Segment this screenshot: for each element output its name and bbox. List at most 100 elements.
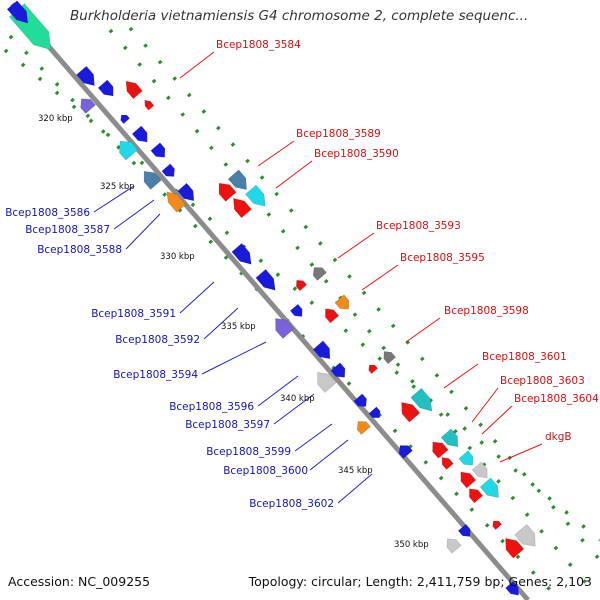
gene-arrow-18 [233,198,252,219]
gene-arrow-51 [505,580,519,596]
kbp-tick-2: 330 kbp [160,252,195,262]
bottom-gene-label-0: Bcep1808_3586 [5,207,90,219]
gene-arrow-24 [334,294,350,310]
gene-arrow-5 [120,114,131,125]
bottom-gene-label-4: Bcep1808_3592 [115,334,200,346]
top-gene-label-4: Bcep1808_3595 [400,252,485,264]
top-gene-leader-7 [471,387,499,423]
top-gene-label-3: Bcep1808_3593 [376,220,461,232]
gene-arrow-38 [432,441,449,459]
gene-arrow-25 [275,318,295,339]
bottom-gene-label-1: Bcep1808_3587 [25,224,110,236]
top-gene-leader-6 [443,363,479,389]
topology-text: Topology: circular; Length: 2,411,759 bp… [248,574,592,589]
bottom-gene-label-6: Bcep1808_3596 [169,401,254,413]
gene-labels: Bcep1808_3584Bcep1808_3589Bcep1808_3590B… [5,39,599,510]
gene-arrow-19 [231,242,252,265]
bottom-gene-leader-5 [201,341,267,375]
top-gene-leader-3 [337,232,375,259]
gene-arrow-49 [505,538,525,559]
kbp-tick-1: 325 kbp [100,182,135,192]
bottom-gene-leader-10 [337,473,373,504]
gene-arrow-14 [177,182,195,202]
dot-guide-1 [0,43,600,542]
gene-arrow-50 [514,523,536,547]
gene-arrow-6 [125,80,143,100]
gene-arrow-16 [227,169,247,190]
gene-arrow-29 [317,372,337,393]
gene-arrow-12 [161,163,175,177]
gene-arrow-7 [144,99,155,111]
gene-arrow-2 [76,65,95,86]
gene-arrow-13 [166,191,187,213]
gene-arrow-44 [469,488,484,504]
gene-arrow-41 [458,450,474,466]
bottom-gene-label-10: Bcep1808_3602 [249,498,334,510]
gene-arrow-1 [6,0,29,24]
gene-arrow-4 [80,98,96,114]
top-gene-label-9: dkgB [545,431,572,443]
gene-arrow-9 [119,140,139,161]
gene-arrow-43 [471,461,488,479]
top-gene-leader-8 [481,405,513,435]
top-gene-leader-4 [361,264,399,291]
gene-arrow-47 [457,523,471,537]
bottom-gene-label-8: Bcep1808_3599 [206,446,291,458]
bottom-gene-leader-1 [113,199,155,230]
kbp-tick-3: 335 kbp [221,322,256,332]
gene-arrow-21 [295,279,308,292]
top-gene-label-2: Bcep1808_3590 [314,148,399,160]
chromosome-backbone [10,2,530,600]
top-gene-leader-0 [179,51,215,79]
gene-arrow-45 [479,477,499,498]
gene-arrow-31 [383,351,397,365]
bottom-gene-leader-0 [93,185,135,213]
kbp-tick-5: 345 kbp [338,466,373,476]
top-gene-label-1: Bcep1808_3589 [296,128,381,140]
gene-arrow-40 [441,457,454,470]
gene-arrow-37 [398,445,413,459]
top-gene-label-5: Bcep1808_3598 [444,305,529,317]
top-gene-label-7: Bcep1808_3603 [500,375,585,387]
kbp-tick-4: 340 kbp [280,394,315,404]
bottom-gene-label-3: Bcep1808_3591 [91,308,176,320]
gene-arrow-23 [325,308,340,324]
top-gene-label-6: Bcep1808_3601 [482,351,567,363]
gene-arrow-36 [410,387,433,412]
bottom-gene-label-7: Bcep1808_3597 [185,419,270,431]
gene-arrow-20 [255,268,276,291]
gene-arrow-22 [312,267,327,281]
bottom-gene-leader-6 [257,375,299,407]
gene-arrow-30 [368,364,379,375]
gene-arrow-42 [460,471,477,489]
gene-arrow-48 [446,538,462,554]
top-gene-leader-9 [499,443,543,463]
accession-text: Accession: NC_009255 [8,574,151,589]
top-gene-leader-1 [257,140,295,167]
gene-arrow-11 [143,170,162,190]
bottom-gene-label-5: Bcep1808_3594 [113,369,198,381]
strand-dot-guides [0,26,600,600]
bottom-gene-leader-9 [309,439,349,471]
gene-arrow-35 [401,402,421,423]
top-gene-leader-2 [275,160,313,189]
bottom-gene-leader-8 [294,423,333,452]
gene-arrow-28 [330,362,346,378]
dot-guide-3 [128,26,600,562]
top-gene-label-8: Bcep1808_3604 [514,393,599,405]
gene-arrow-27 [312,340,331,360]
bottom-gene-label-9: Bcep1808_3600 [223,465,308,477]
gene-arrow-10 [150,142,166,158]
label-leader-lines [93,51,543,504]
bottom-gene-leader-7 [273,393,315,425]
kbp-tick-6: 350 kbp [394,540,429,550]
gene-arrow-15 [218,182,237,202]
gene-arrow-17 [245,184,266,207]
top-gene-leader-5 [405,317,441,343]
gene-arrow-33 [368,406,381,419]
gene-arrow-34 [356,421,371,435]
gene-arrow-46 [492,520,503,531]
bottom-gene-leader-4 [203,307,239,340]
top-gene-label-0: Bcep1808_3584 [216,39,301,51]
